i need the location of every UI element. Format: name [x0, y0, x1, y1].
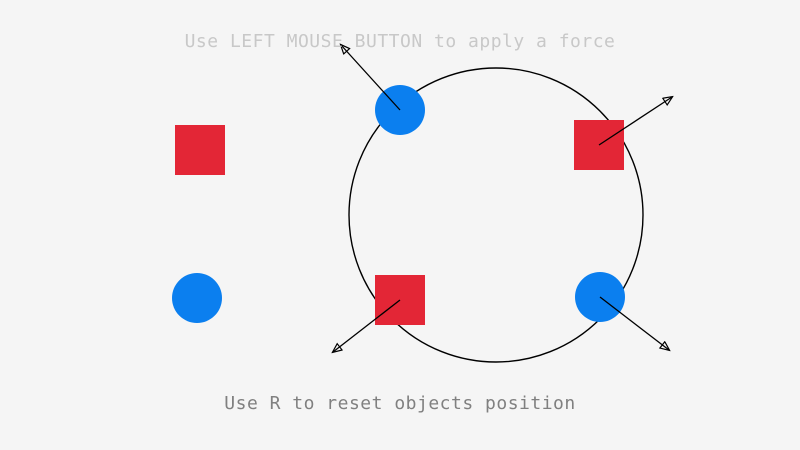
- bodies-layer: [172, 85, 625, 325]
- body-square[interactable]: [175, 125, 225, 175]
- hint-apply-force: Use LEFT MOUSE BUTTON to apply a force: [184, 31, 616, 52]
- force-arrow: [599, 296, 669, 350]
- hint-reset-objects: Use R to reset objects position: [224, 393, 576, 414]
- force-arrows-layer: [333, 45, 672, 352]
- force-arrow: [598, 97, 672, 146]
- force-arrow: [341, 45, 401, 111]
- boundary-circle: [348, 67, 644, 363]
- force-arrow: [333, 299, 401, 352]
- body-circle[interactable]: [172, 273, 222, 323]
